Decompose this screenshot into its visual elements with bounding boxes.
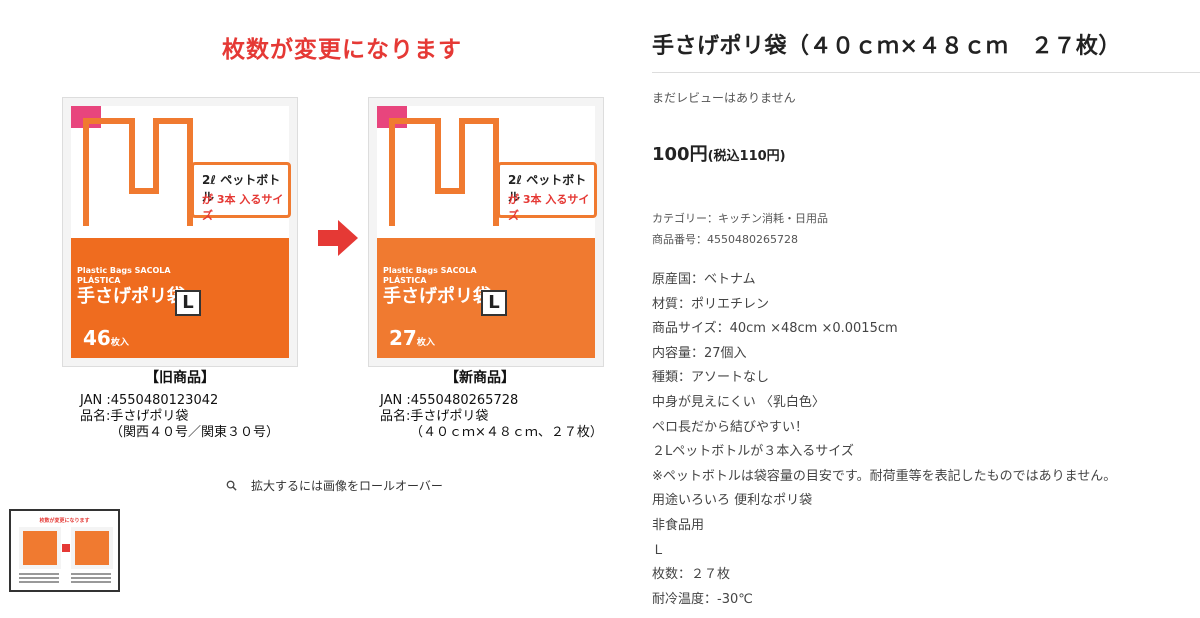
package-face: 2ℓ ペットボトル が 3本 入るサイズ Plastic Bags SACOLA… [377, 106, 597, 358]
package-title: Plastic Bags SACOLA PLÁSTICA 手さげポリ袋 [77, 266, 197, 308]
new-package-image: 2ℓ ペットボトル が 3本 入るサイズ Plastic Bags SACOLA… [368, 97, 604, 367]
zoom-hint-text: 拡大するには画像をロールオーバー [251, 479, 443, 493]
package-count: 46枚入 [83, 326, 129, 350]
bottle-capacity-label: 2ℓ ペットボトル が 3本 入るサイズ [191, 162, 291, 222]
title-divider [652, 72, 1200, 73]
package-title-text: 手さげポリ袋 [77, 286, 185, 307]
package-subtitle: Plastic Bags SACOLA PLÁSTICA [383, 266, 477, 285]
spec-non-food: 非食品用 [652, 517, 705, 533]
package-face: 2ℓ ペットボトル が 3本 入るサイズ Plastic Bags SACOLA… [71, 106, 291, 358]
gallery-thumbnail[interactable]: 枚数が変更になります [9, 509, 120, 592]
package-count-unit: 枚入 [110, 338, 129, 348]
product-details: 手さげポリ袋（４０ｃｍ×４８ｃｍ ２７枚） まだレビューはありません 100円(… [652, 0, 1200, 618]
spec-note: ※ペットボトルは袋容量の目安です。耐荷重等を表記したものではありません。 [652, 468, 1117, 484]
thumbnail-new-caption [71, 573, 111, 587]
bag-shape-graphic [389, 118, 499, 226]
spec-usage: 用途いろいろ 便利なポリ袋 [652, 493, 813, 509]
product-item-number: 商品番号：4550480265728 [652, 233, 798, 246]
price-block: 100円(税込110円) [652, 140, 786, 166]
change-notice-headline: 枚数が変更になります [222, 37, 462, 63]
old-product-jan: JAN :4550480123042 [80, 393, 219, 408]
old-product-caption: 【旧商品】 JAN :4550480123042 品名:手さげポリ袋 （関西４０… [80, 370, 340, 441]
thumbnail-new-package [71, 527, 113, 569]
thumbnail-old-package [19, 527, 61, 569]
spec-contents: 内容量：27個入 [652, 345, 747, 361]
review-status: まだレビューはありません [652, 91, 796, 105]
package-count-value: 27 [389, 326, 417, 350]
thumbnail-old-caption [19, 573, 59, 587]
old-product-detail: （関西４０号／関東３０号） [110, 425, 280, 440]
spec-material: 材質：ポリエチレン [652, 296, 770, 312]
package-title-text: 手さげポリ袋 [383, 286, 491, 307]
bottle-capacity-line2: が 3本 入るサイズ [202, 193, 284, 222]
old-product-name: 品名:手さげポリ袋 [80, 409, 189, 424]
bag-shape-graphic [83, 118, 193, 226]
package-count-value: 46 [83, 326, 111, 350]
spec-opacity: 中身が見えにくい 〈乳白色〉 [652, 394, 825, 410]
product-meta: カテゴリー：キッチン消耗・日用品 商品番号：4550480265728 [652, 208, 828, 250]
new-product-detail: （４０ｃｍ×４８ｃｍ、２７枚） [410, 425, 603, 440]
bottle-capacity-line1: 2ℓ ペットボトル [202, 173, 281, 204]
package-subtitle: Plastic Bags SACOLA PLÁSTICA [77, 266, 171, 285]
spec-feature-tie: ペロ長だから結びやすい！ [652, 419, 809, 435]
spec-size-letter: Ｌ [652, 542, 666, 558]
thumbnail-headline: 枚数が変更になります [39, 518, 90, 524]
main-product-image[interactable]: 枚数が変更になります 2ℓ ペットボトル が 3本 入るサイズ Plastic … [62, 30, 622, 450]
bottle-capacity-label: 2ℓ ペットボトル が 3本 入るサイズ [497, 162, 597, 222]
spec-origin: 原産国：ベトナム [652, 272, 756, 287]
product-title: 手さげポリ袋（４０ｃｍ×４８ｃｍ ２７枚） [652, 34, 1121, 59]
package-count-unit: 枚入 [416, 338, 435, 348]
thumbnail-arrow-icon [62, 544, 70, 552]
product-gallery: 枚数が変更になります 2ℓ ペットボトル が 3本 入るサイズ Plastic … [9, 30, 622, 592]
old-product-heading: 【旧商品】 [145, 370, 215, 386]
price-value: 100円 [652, 144, 708, 165]
spec-type: 種類：アソートなし [652, 370, 770, 386]
bottle-capacity-line1: 2ℓ ペットボトル [508, 173, 587, 204]
price-tax-included: (税込110円) [707, 149, 786, 164]
new-product-heading: 【新商品】 [445, 370, 515, 386]
package-size-badge: L [175, 290, 201, 316]
new-product-name: 品名:手さげポリ袋 [380, 409, 489, 424]
new-product-caption: 【新商品】 JAN :4550480265728 品名:手さげポリ袋 （４０ｃｍ… [380, 370, 640, 441]
spec-feature-bottles: ２Lペットボトルが３本入るサイズ [652, 444, 854, 460]
new-product-jan: JAN :4550480265728 [380, 393, 519, 408]
old-package-image: 2ℓ ペットボトル が 3本 入るサイズ Plastic Bags SACOLA… [62, 97, 298, 367]
spec-count: 枚数：２７枚 [652, 567, 731, 583]
magnifier-icon [226, 480, 237, 491]
package-title: Plastic Bags SACOLA PLÁSTICA 手さげポリ袋 [383, 266, 503, 308]
bottle-capacity-line2: が 3本 入るサイズ [508, 193, 590, 222]
package-count: 27枚入 [389, 326, 435, 350]
zoom-hint: 拡大するには画像をロールオーバー [226, 477, 443, 494]
product-specs: 原産国：ベトナム 材質：ポリエチレン 商品サイズ：40cm ×48cm ×0.0… [652, 268, 1116, 612]
product-category: カテゴリー：キッチン消耗・日用品 [652, 212, 828, 225]
spec-size: 商品サイズ：40cm ×48cm ×0.0015cm [652, 321, 898, 337]
package-size-badge: L [481, 290, 507, 316]
right-arrow-icon [318, 220, 358, 256]
spec-cold-resistance: 耐冷温度：-30℃ [652, 591, 753, 607]
